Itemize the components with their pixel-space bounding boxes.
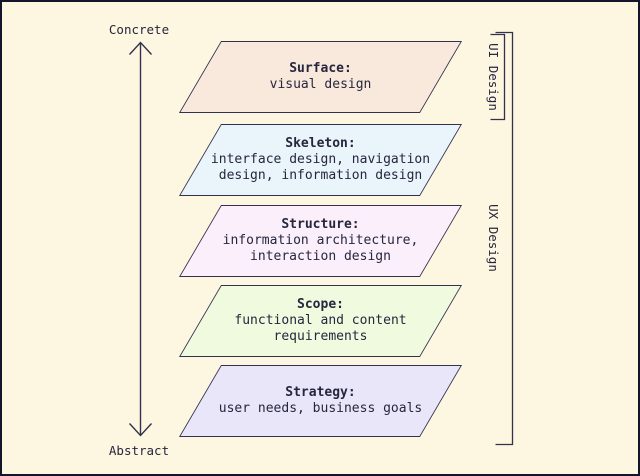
ui-design-label: UI Design [486,43,501,111]
layer-subtitle: user needs, business goals [218,401,423,416]
layer-subtitle: interface design, navigation design, inf… [210,152,431,183]
layer-title: Surface: [289,61,352,76]
layer-title: Scope: [297,297,344,312]
layer-subtitle: information architecture, interaction de… [222,233,419,264]
layer-surface: Surface: visual design [178,41,463,113]
ui-design-bracket [490,33,506,121]
layer-structure: Structure: information architecture, int… [178,205,463,277]
ux-design-bracket [495,31,514,446]
layer-subtitle: visual design [269,77,372,92]
ux-design-label: UX Design [486,204,501,272]
layer-skeleton: Skeleton: interface design, navigation d… [178,124,463,196]
axis-label-concrete: Concrete [108,22,170,37]
axis-arrowhead-bottom [128,423,153,437]
axis-label-abstract: Abstract [108,443,170,458]
layer-strategy: Strategy: user needs, business goals [178,365,463,437]
layer-title: Skeleton: [285,136,356,151]
layer-subtitle: functional and content requirements [234,313,407,344]
layer-title: Strategy: [285,385,356,400]
layer-title: Structure: [281,217,360,232]
axis-arrowhead-top [128,41,153,55]
layer-scope: Scope: functional and content requiremen… [178,285,463,357]
